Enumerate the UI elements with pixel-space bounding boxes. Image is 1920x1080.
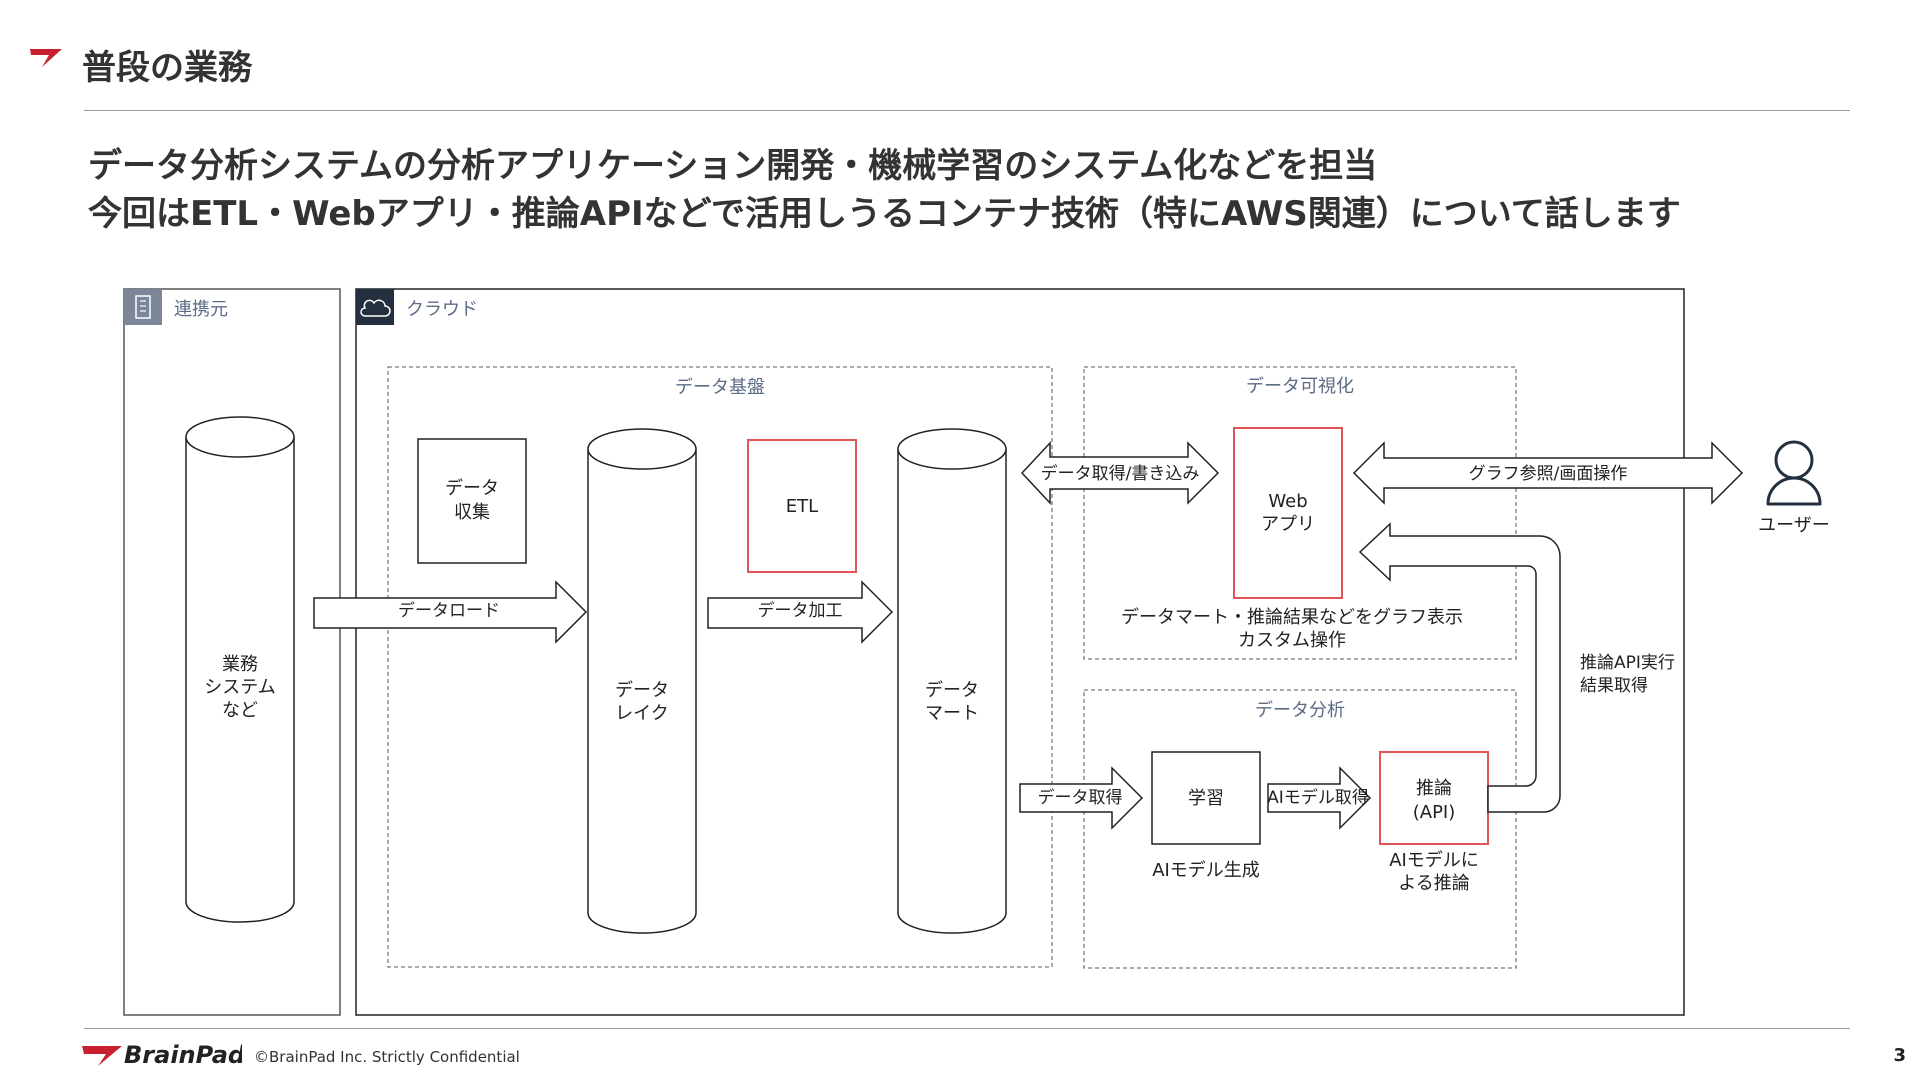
- read-write-label: データ取得/書き込み: [1041, 463, 1200, 484]
- inference-call-label-1: 推論API実行: [1580, 653, 1675, 673]
- page-title: 普段の業務: [82, 48, 252, 88]
- web-app-box: [1233, 427, 1343, 599]
- data-mart-line-1: データ: [925, 680, 979, 701]
- data-fetch-label: データ取得: [1038, 787, 1123, 808]
- data-lake-line-2: レイク: [615, 703, 669, 724]
- data-mart-cylinder: [897, 428, 1007, 934]
- svg-text:BrainPad: BrainPad: [124, 1041, 242, 1069]
- data-mart-line-2: マート: [925, 703, 979, 724]
- inference-desc-line-2: よる推論: [1398, 873, 1469, 894]
- read-write-arrow: [1020, 441, 1220, 505]
- model-fetch-arrow: [1267, 766, 1372, 830]
- data-lake-line-1: データ: [615, 680, 669, 701]
- inference-line-1: 推論: [1416, 778, 1452, 799]
- inference-line-2: (API): [1413, 802, 1456, 823]
- footer-divider: [84, 1028, 1850, 1029]
- business-system-line-1: 業務: [222, 654, 258, 675]
- data-fetch-arrow: [1019, 766, 1144, 830]
- model-generation-note: AIモデル生成: [1152, 860, 1260, 881]
- header-divider: [84, 110, 1850, 111]
- data-platform-group: [387, 366, 1053, 968]
- inference-desc-line-1: AIモデルに: [1389, 850, 1479, 871]
- building-icon: [124, 289, 162, 325]
- data-lake-cylinder: [587, 428, 697, 934]
- brand-mark-icon: [30, 49, 62, 67]
- web-app-line-2: アプリ: [1261, 514, 1315, 535]
- data-load-arrow: [313, 580, 588, 644]
- brainpad-logo: BrainPad: [82, 1041, 242, 1069]
- lead-line-2: 今回はETL・Webアプリ・推論APIなどで活用しうるコンテナ技術（特にAWS関…: [88, 194, 1681, 234]
- page-number: 3: [1893, 1045, 1906, 1066]
- data-collection-line-1: データ: [445, 478, 499, 499]
- data-platform-label: データ基盤: [675, 377, 765, 398]
- inference-call-label-2: 結果取得: [1580, 676, 1648, 696]
- web-app-line-1: Web: [1268, 491, 1307, 512]
- web-app-desc-line-2: カスタム操作: [1238, 630, 1346, 651]
- visualization-group: [1083, 366, 1517, 660]
- cloud-group: [355, 288, 1685, 1016]
- inference-call-arrow: [1358, 522, 1561, 813]
- model-fetch-label: AIモデル取得: [1267, 787, 1369, 808]
- source-group-label: 連携元: [174, 299, 228, 320]
- user-icon: [1766, 440, 1822, 506]
- etl-label: ETL: [786, 496, 818, 517]
- inference-box: [1379, 751, 1489, 845]
- data-load-label: データロード: [398, 600, 500, 621]
- web-app-desc-line-1: データマート・推論結果などをグラフ表示: [1121, 607, 1463, 628]
- etl-box: [747, 439, 857, 573]
- graph-ops-arrow: [1352, 441, 1744, 505]
- learning-box: [1151, 751, 1261, 845]
- graph-ops-label: グラフ参照/画面操作: [1469, 464, 1628, 484]
- data-collection-line-2: 収集: [454, 502, 490, 523]
- learning-label: 学習: [1188, 788, 1224, 809]
- visualization-label: データ可視化: [1246, 376, 1354, 397]
- analysis-label: データ分析: [1255, 700, 1345, 721]
- cloud-group-label: クラウド: [406, 299, 478, 320]
- copyright-text: ©BrainPad Inc. Strictly Confidential: [254, 1048, 520, 1066]
- data-collection-box: [417, 438, 527, 564]
- cloud-icon: [356, 289, 394, 325]
- business-system-cylinder: [185, 416, 295, 923]
- user-label: ユーザー: [1758, 515, 1830, 536]
- lead-line-1: データ分析システムの分析アプリケーション開発・機械学習のシステム化などを担当: [88, 146, 1378, 186]
- business-system-line-2: システム: [204, 677, 275, 698]
- data-processing-arrow: [707, 580, 894, 644]
- business-system-line-3: など: [222, 700, 258, 721]
- analysis-group: [1083, 689, 1517, 969]
- data-processing-label: データ加工: [758, 600, 843, 621]
